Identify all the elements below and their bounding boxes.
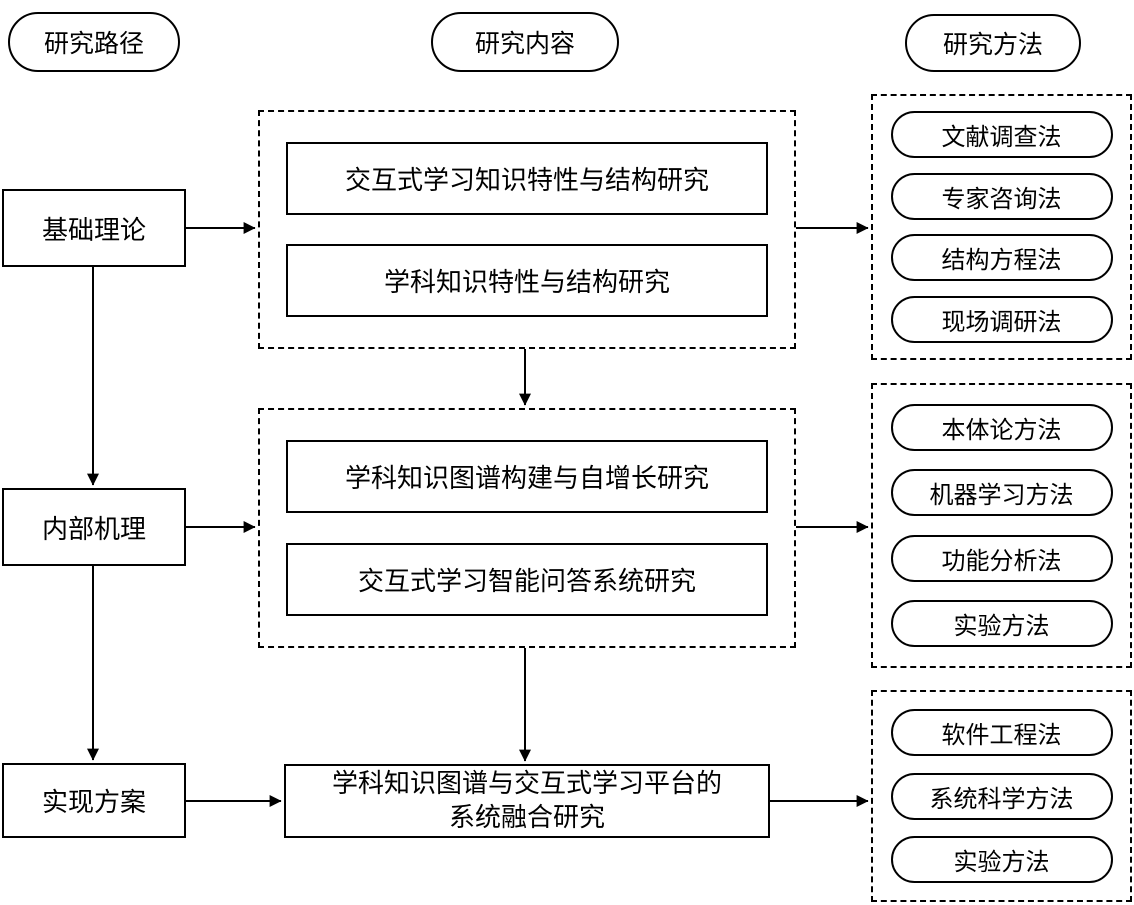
- header-research-method: 研究方法: [905, 14, 1081, 72]
- method-item-software-engineering: 软件工程法: [890, 708, 1113, 756]
- method-group-1: 文献调查法 专家咨询法 结构方程法 现场调研法: [871, 94, 1132, 360]
- method-item-experiment-2: 实验方法: [890, 600, 1113, 648]
- method-item-experiment-3: 实验方法: [890, 836, 1113, 884]
- path-node-basic-theory: 基础理论: [2, 189, 186, 267]
- method-item-ontology: 本体论方法: [890, 403, 1113, 451]
- method-item-machine-learning: 机器学习方法: [890, 469, 1113, 517]
- content-item-subject-knowledge: 学科知识特性与结构研究: [286, 244, 768, 318]
- content-item-system-fusion: 学科知识图谱与交互式学习平台的 系统融合研究: [284, 764, 770, 838]
- content-item-intelligent-qa-system: 交互式学习智能问答系统研究: [286, 543, 768, 616]
- method-group-2: 本体论方法 机器学习方法 功能分析法 实验方法: [871, 383, 1132, 668]
- method-item-structural-equation: 结构方程法: [890, 234, 1113, 282]
- path-node-internal-mechanism: 内部机理: [2, 488, 186, 566]
- method-item-systems-science: 系统科学方法: [890, 772, 1113, 820]
- method-item-functional-analysis: 功能分析法: [890, 534, 1113, 582]
- method-item-literature-survey: 文献调查法: [890, 110, 1113, 158]
- method-item-field-research: 现场调研法: [890, 296, 1113, 344]
- header-research-content: 研究内容: [431, 12, 619, 72]
- content-item-interactive-knowledge: 交互式学习知识特性与结构研究: [286, 141, 768, 215]
- content-item-knowledge-graph-construction: 学科知识图谱构建与自增长研究: [286, 440, 768, 513]
- header-research-path: 研究路径: [8, 12, 180, 72]
- content-group-1: 交互式学习知识特性与结构研究 学科知识特性与结构研究: [258, 110, 796, 349]
- path-node-implementation-plan: 实现方案: [2, 763, 186, 838]
- method-group-3: 软件工程法 系统科学方法 实验方法: [871, 690, 1132, 902]
- method-item-expert-consultation: 专家咨询法: [890, 172, 1113, 220]
- content-group-2: 学科知识图谱构建与自增长研究 交互式学习智能问答系统研究: [258, 408, 796, 648]
